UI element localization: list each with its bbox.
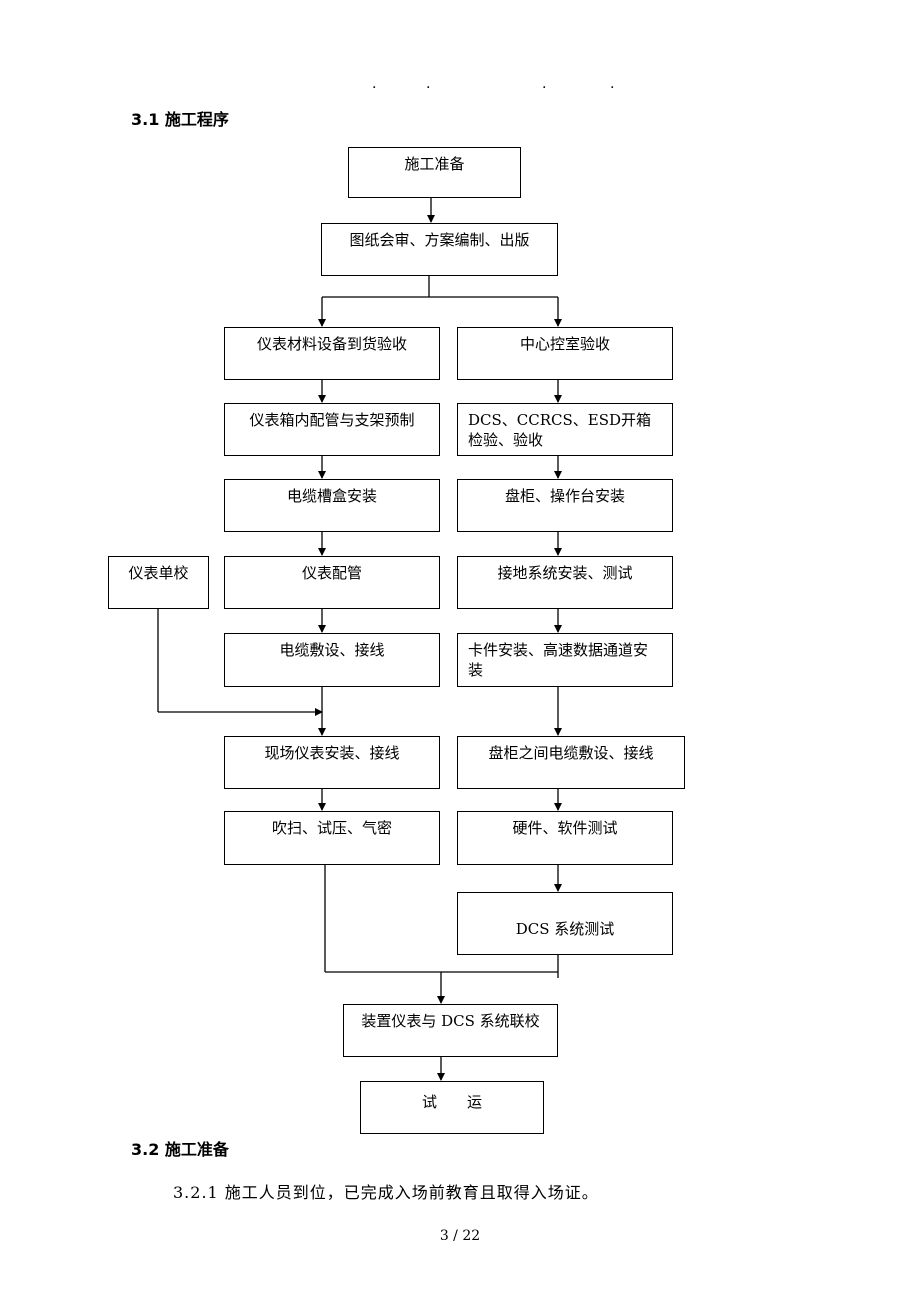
section-heading-3-2: 3.2 施工准备 [131, 1140, 229, 1159]
box-trial-run: 试 运 [360, 1081, 544, 1134]
box-dcs-inspection: DCS、CCRCS、ESD开箱检验、验收 [457, 403, 673, 456]
header-dot: . [426, 76, 431, 92]
box-materials: 仪表材料设备到货验收 [224, 327, 440, 380]
box-dcs-test: DCS 系统测试 [457, 892, 673, 955]
box-piping: 仪表配管 [224, 556, 440, 609]
box-joint-calibration: 装置仪表与 DCS 系统联校 [343, 1004, 558, 1057]
box-calibration: 仪表单校 [108, 556, 209, 609]
header-dot: . [542, 76, 547, 92]
page-number: 3 / 22 [439, 1228, 481, 1244]
box-prep: 施工准备 [348, 147, 521, 198]
box-box-piping: 仪表箱内配管与支架预制 [224, 403, 440, 456]
box-review: 图纸会审、方案编制、出版 [321, 223, 558, 276]
box-tray: 电缆槽盒安装 [224, 479, 440, 532]
header-dots: . . . . [0, 76, 920, 96]
box-cabling: 电缆敷设、接线 [224, 633, 440, 687]
header-dot: . [372, 76, 377, 92]
section-heading-3-1: 3.1 施工程序 [131, 110, 229, 129]
box-control-room: 中心控室验收 [457, 327, 673, 380]
box-purge: 吹扫、试压、气密 [224, 811, 440, 865]
box-card-install: 卡件安装、高速数据通道安装 [457, 633, 673, 687]
box-cabinet: 盘柜、操作台安装 [457, 479, 673, 532]
box-grounding: 接地系统安装、测试 [457, 556, 673, 609]
box-cabinet-cabling: 盘柜之间电缆敷设、接线 [457, 736, 685, 789]
paragraph-3-2-1: 3.2.1 施工人员到位，已完成入场前教育且取得入场证。 [173, 1183, 599, 1202]
box-field-install: 现场仪表安装、接线 [224, 736, 440, 789]
box-hw-sw-test: 硬件、软件测试 [457, 811, 673, 865]
header-dot: . [610, 76, 615, 92]
